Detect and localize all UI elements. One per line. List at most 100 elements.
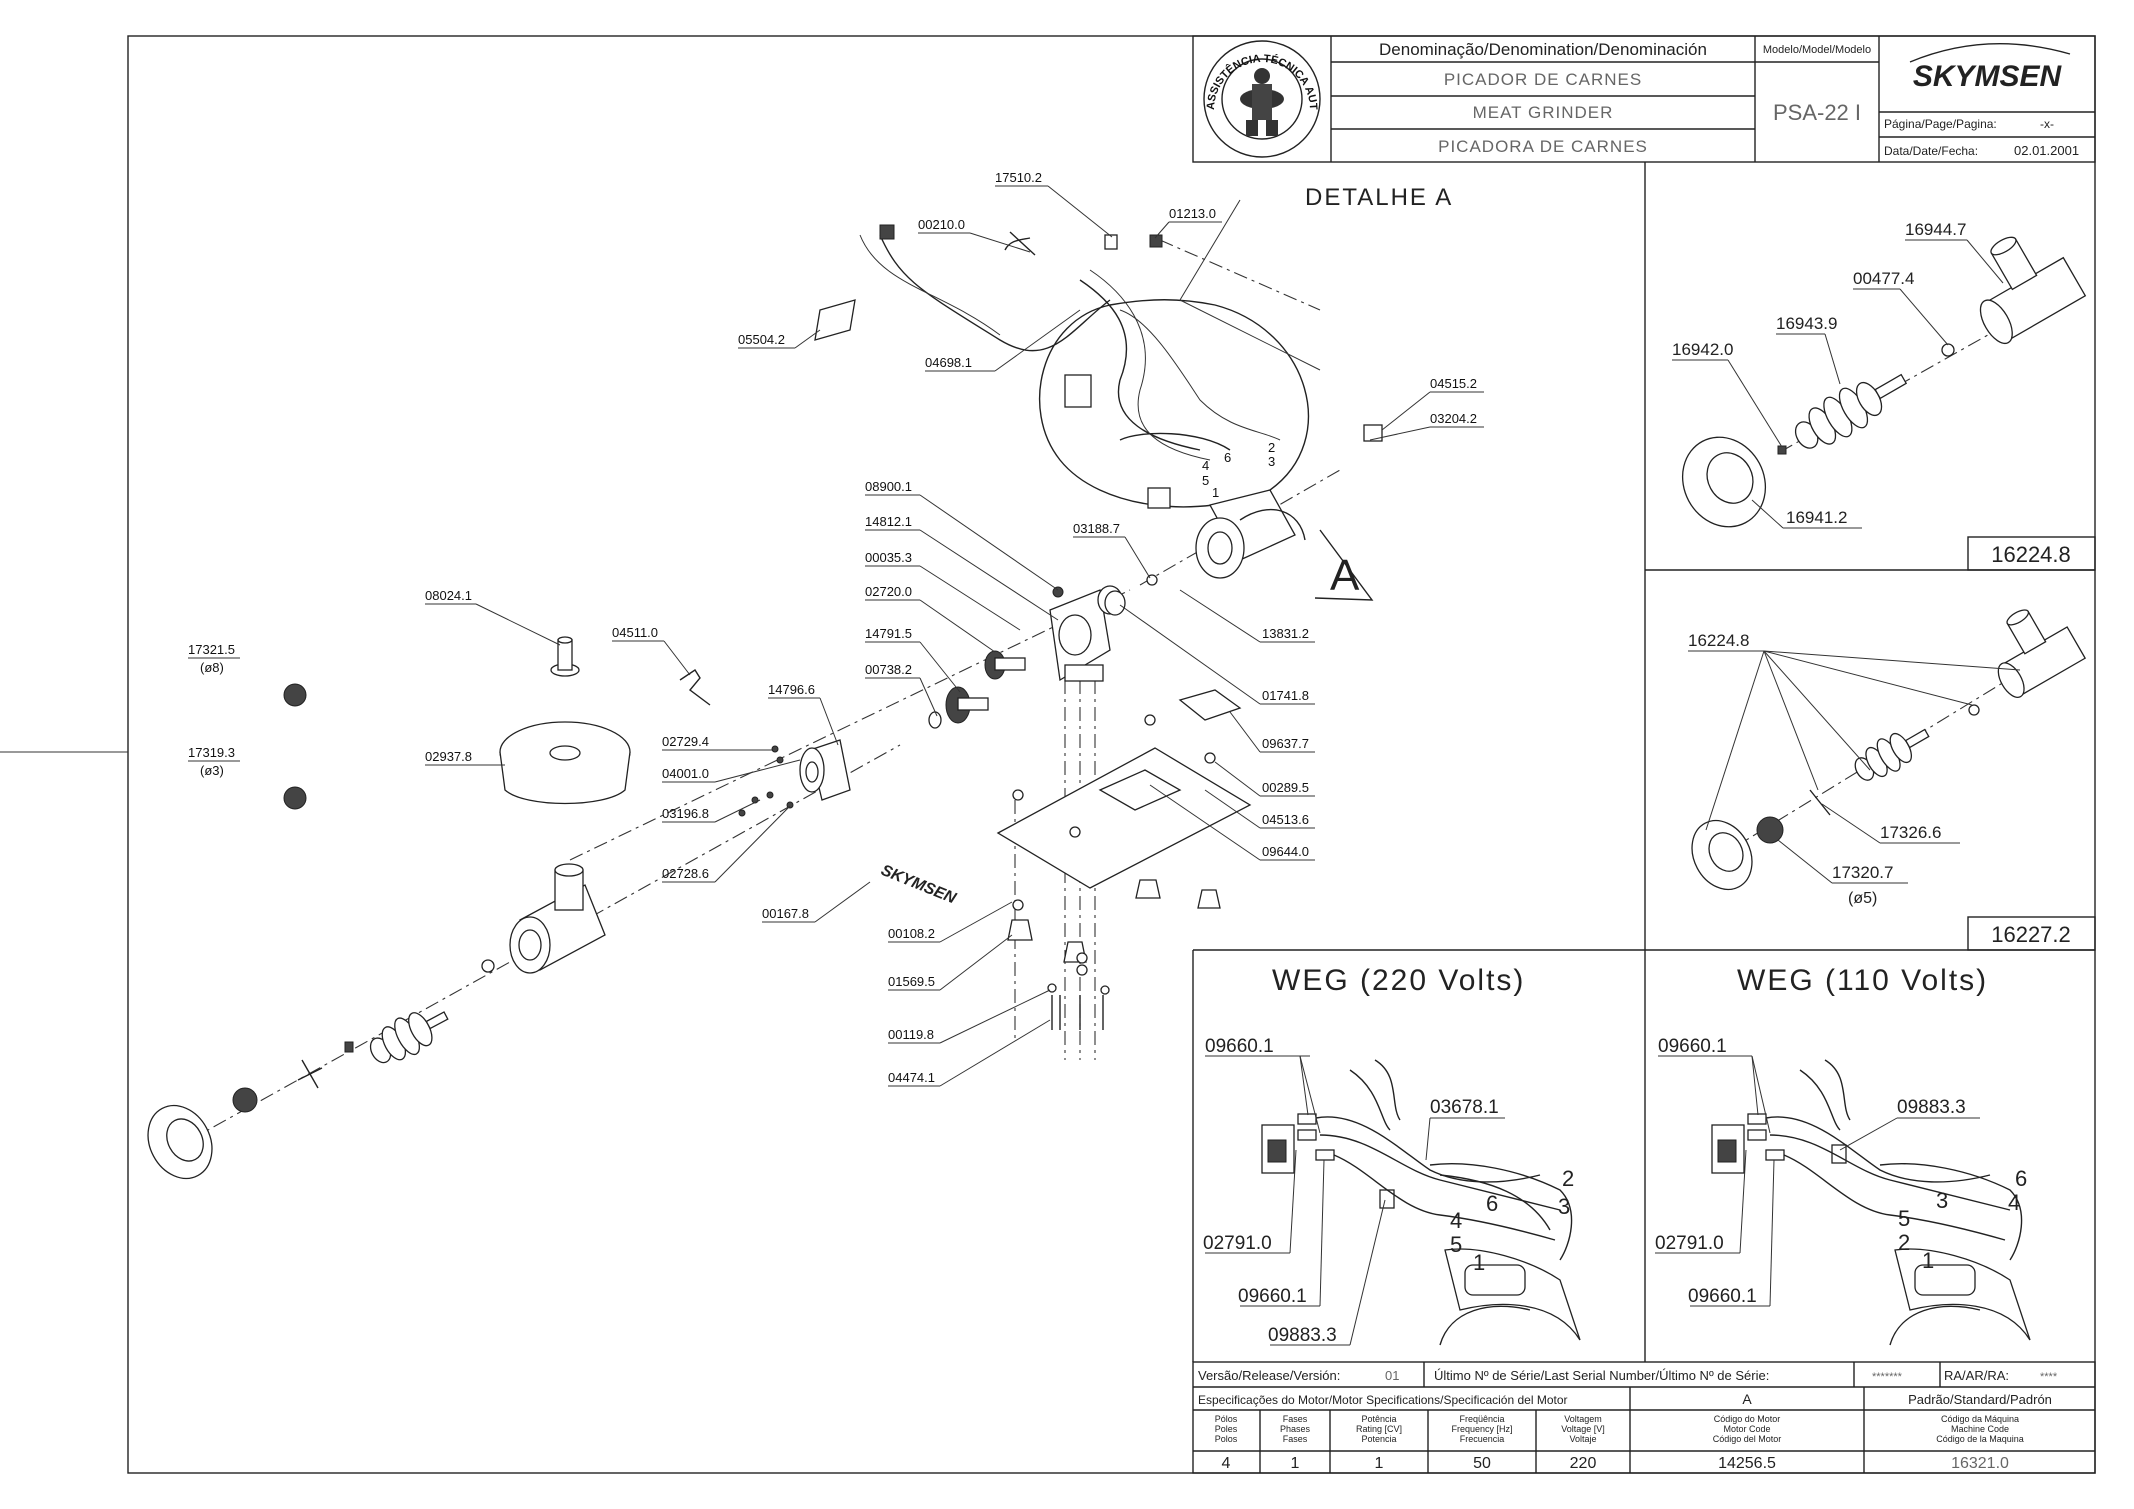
switch-110 xyxy=(1711,1124,1745,1174)
callout-00289: 00289.5 xyxy=(1262,780,1309,795)
callout-01213: 01213.0 xyxy=(1169,206,1216,221)
svg-text:Voltaje: Voltaje xyxy=(1569,1434,1596,1444)
callout-02937: 02937.8 xyxy=(425,749,472,764)
ra-value: **** xyxy=(2040,1371,2058,1383)
page-value: -x- xyxy=(2040,117,2054,131)
callout-02728: 02728.6 xyxy=(662,866,709,881)
callout-09637: 09637.7 xyxy=(1262,736,1309,751)
gear-housing xyxy=(1049,585,1123,682)
wiring-110-panel: WEG (110 Volts) 09660.1 09883.3 02791.0 … xyxy=(1655,964,2031,1346)
svg-text:Freqüência: Freqüência xyxy=(1459,1414,1504,1424)
value-frequency: 50 xyxy=(1473,1455,1491,1472)
plate xyxy=(232,1087,258,1113)
name-pt: PICADOR DE CARNES xyxy=(1444,70,1642,89)
wrench xyxy=(679,669,711,706)
detail-circle xyxy=(1039,299,1310,508)
callout-17319-diameter: (ø3) xyxy=(200,763,224,778)
callout-04513: 04513.6 xyxy=(1262,812,1309,827)
callout-02720: 02720.0 xyxy=(865,584,912,599)
svg-text:Frecuencia: Frecuencia xyxy=(1460,1434,1505,1444)
svg-text:3: 3 xyxy=(1268,454,1275,469)
label-tag xyxy=(814,299,856,341)
wiring-220-wire-4: 5 xyxy=(1450,1232,1462,1257)
callout-leaders xyxy=(188,185,1484,1087)
svg-text:Código del Motor: Código del Motor xyxy=(1713,1434,1782,1444)
callout-14791: 14791.5 xyxy=(865,626,912,641)
svg-text:5: 5 xyxy=(1202,473,1209,488)
wiring-220-wire-5: 1 xyxy=(1473,1250,1485,1275)
authorized-service-seal: ASSISTÊNCIA TÉCNICA AUTORIZADA xyxy=(0,0,1321,158)
wiring-110-label-3: 09660.1 xyxy=(1688,1286,1757,1307)
wiring-110-wire-3: 5 xyxy=(1898,1206,1910,1231)
release-label: Versão/Release/Versión: xyxy=(1198,1368,1340,1383)
callout-03196: 03196.8 xyxy=(662,806,709,821)
value-machine-code: 16321.0 xyxy=(1951,1455,2009,1472)
wiring-110-wire-1: 3 xyxy=(1936,1188,1948,1213)
cylinder-body xyxy=(509,863,606,974)
wiring-220-wire-3: 4 xyxy=(1450,1208,1462,1233)
kit2-part-0: 16224.8 xyxy=(1688,631,1749,650)
svg-text:1: 1 xyxy=(1212,485,1219,500)
wiring-220-panel: WEG (220 Volts) 09660.1 03678.1 02791.0 … xyxy=(1203,964,1581,1346)
svg-text:Pólos: Pólos xyxy=(1215,1414,1238,1424)
standard-label: Padrão/Standard/Padrón xyxy=(1908,1392,2052,1407)
callout-00119: 00119.8 xyxy=(888,1027,934,1042)
wiring-220-wire-1: 6 xyxy=(1486,1191,1498,1216)
svg-text:Fases: Fases xyxy=(1283,1434,1308,1444)
kit1-part-3: 16942.0 xyxy=(1672,340,1733,359)
wiring-220-label-2: 02791.0 xyxy=(1203,1233,1272,1254)
wiring-110-wire-4: 2 xyxy=(1898,1230,1910,1255)
detail-a-label: DETALHE A xyxy=(1305,184,1453,211)
brand-logo: SKYMSEN xyxy=(1913,60,2063,93)
wiring-220-title: WEG (220 Volts) xyxy=(1272,964,1525,997)
callout-01741: 01741.8 xyxy=(1262,688,1309,703)
value-motor-code: 14256.5 xyxy=(1718,1455,1776,1472)
wiring-110-wire-0: 6 xyxy=(2015,1166,2027,1191)
capacitor-clip xyxy=(1363,424,1383,442)
base-plate xyxy=(996,689,1252,889)
ring-nut xyxy=(147,1104,213,1180)
date-label: Data/Date/Fecha: xyxy=(1884,144,1978,158)
callout-05504: 05504.2 xyxy=(738,332,785,347)
model-value: PSA-22 I xyxy=(1773,100,1861,125)
motor xyxy=(1195,489,1306,579)
serial-value: ******* xyxy=(1872,1371,1903,1383)
wiring-110-wire-2: 4 xyxy=(2008,1190,2020,1215)
kit2-drawing xyxy=(1691,609,2087,891)
date-value: 02.01.2001 xyxy=(2014,143,2079,158)
kit2-callouts: 16224.8 17326.6 17320.7 (ø5) 16227.2 xyxy=(1688,631,2071,947)
value-phases: 1 xyxy=(1291,1455,1300,1472)
name-es: PICADORA DE CARNES xyxy=(1438,137,1648,156)
value-poles: 4 xyxy=(1222,1455,1231,1472)
callout-00108: 00108.2 xyxy=(888,926,935,941)
wiring-110-label-2: 02791.0 xyxy=(1655,1233,1724,1254)
svg-text:2: 2 xyxy=(1268,440,1275,455)
callout-08024: 08024.1 xyxy=(425,588,472,603)
detail-a-arrow xyxy=(1314,529,1374,601)
title-block: ASSISTÊNCIA TÉCNICA AUTORIZADA Denominaç… xyxy=(0,0,2096,163)
svg-text:Rating [CV]: Rating [CV] xyxy=(1356,1424,1402,1434)
kit2-part-2: 17320.7 xyxy=(1832,863,1893,882)
callout-04698: 04698.1 xyxy=(925,355,972,370)
kit1-part-4: 16941.2 xyxy=(1786,508,1847,527)
plate-8mm xyxy=(283,683,307,707)
svg-text:Machine Code: Machine Code xyxy=(1951,1424,2009,1434)
svg-text:Voltage [V]: Voltage [V] xyxy=(1561,1424,1605,1434)
name-en: MEAT GRINDER xyxy=(1473,103,1614,122)
svg-text:Fases: Fases xyxy=(1283,1414,1308,1424)
callout-01569: 01569.5 xyxy=(888,974,935,989)
detail-a-letter: A xyxy=(1330,551,1360,600)
detail-wire-numbers: 2 6 3 4 5 1 xyxy=(1202,440,1275,500)
kit1-drawing xyxy=(1681,236,2087,528)
denomination-header: Denominação/Denomination/Denominación xyxy=(1379,40,1707,59)
pusher xyxy=(550,636,580,677)
wiring-220-label-4: 09883.3 xyxy=(1268,1325,1337,1346)
feet xyxy=(1007,879,1221,1030)
plate-3mm xyxy=(283,786,307,810)
callout-00167: 00167.8 xyxy=(762,906,809,921)
footer-table: Versão/Release/Versión: 01 Último Nº de … xyxy=(1192,1361,2096,1474)
callout-04511: 04511.0 xyxy=(612,625,658,640)
callout-00210: 00210.0 xyxy=(918,217,965,232)
callout-02729: 02729.4 xyxy=(662,734,709,749)
